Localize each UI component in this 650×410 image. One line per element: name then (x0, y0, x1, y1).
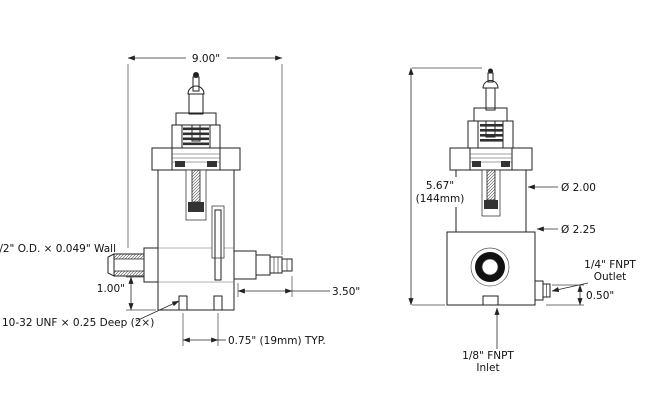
fitting-step1-lines (273, 257, 279, 273)
fitting-nut (233, 250, 257, 280)
spring-wall-left-right (467, 120, 479, 149)
bonnet-hatch-left-right (449, 147, 471, 171)
bonnet (151, 147, 241, 171)
fitting-step1 (269, 256, 283, 274)
adjust-screw-shaft-right (485, 87, 496, 111)
right-valve-body (446, 68, 551, 306)
fitting-sleeve (255, 254, 271, 276)
poppet-stem-right (486, 169, 496, 201)
tube-spec-label: 1/2" O.D. × 0.049" Wall (0, 243, 116, 255)
bonnet-hatch-left (151, 147, 173, 171)
tube-wall-top (114, 254, 144, 259)
inlet-label-line1: 1/8" FNPT (462, 350, 514, 362)
tapped-hole-left (178, 295, 188, 311)
tube-tip (107, 253, 115, 277)
outlet-label-line2: Outlet (594, 271, 627, 283)
spring-coils-right (480, 124, 503, 142)
bonnet-hatch-right-right (511, 147, 533, 171)
spring-housing-wall-left (171, 124, 183, 149)
dim-overall-width: 9.00" (192, 53, 220, 65)
outlet-label-line1: 1/4" FNPT (584, 259, 636, 271)
adjust-pin (192, 76, 200, 92)
pickup-tube (214, 209, 222, 281)
tube-wall-lines (114, 258, 144, 272)
tube-junction-block (143, 247, 159, 283)
spring-coils (183, 127, 209, 146)
seal-right (207, 161, 217, 167)
dim-tube-drop: 1.00" (97, 283, 125, 295)
seal-right-right (501, 161, 510, 167)
adjust-screw-dome-right (482, 80, 499, 89)
poppet-right (484, 200, 498, 209)
right-view: 5.67" (144mm) Ø 2.00 Ø 2.25 1/4" FNPT Ou… (408, 67, 636, 374)
adjust-pin-right (487, 72, 494, 83)
diaphragm-layers-right (470, 153, 512, 163)
dim-overall-height-mm: (144mm) (416, 193, 465, 205)
dim-overall-height: 5.67" (426, 180, 454, 192)
poppet-stem (191, 169, 201, 203)
adjust-pin-tip-right (488, 68, 493, 74)
poppet (188, 202, 204, 212)
dim-hole-spacing: 0.75" (19mm) TYP. (228, 335, 326, 347)
left-valve-body (107, 72, 293, 311)
inlet-label-line2: Inlet (476, 362, 499, 374)
seal-left-right (472, 161, 481, 167)
dia-body-label: Ø 2.00 (561, 182, 596, 194)
outlet-fitting (534, 280, 544, 301)
tapped-hole-right (213, 295, 223, 311)
seal-left (175, 161, 185, 167)
spring-housing-wall-right (209, 124, 221, 149)
bonnet-hatch-right (219, 147, 241, 171)
port-bore (481, 258, 499, 276)
adjust-screw-shaft (188, 93, 204, 115)
side-channel (211, 205, 225, 259)
inlet-port (482, 295, 499, 306)
left-dimensions: 9.00" 1/2" O.D. × 0.049" Wall 1.00" 10-3… (0, 53, 360, 347)
dia-base-label: Ø 2.25 (561, 224, 596, 236)
locknut (175, 112, 217, 126)
tube-wall-bottom (114, 271, 144, 276)
dim-outlet-height: 0.50" (586, 290, 614, 302)
left-view: 9.00" 1/2" O.D. × 0.049" Wall 1.00" 10-3… (0, 53, 360, 347)
diaphragm-layers (172, 153, 220, 163)
tapped-holes-label: 10-32 UNF × 0.25 Deep (2×) (2, 317, 154, 329)
adjust-screw-dome (187, 85, 205, 95)
dim-fitting: 3.50" (332, 286, 360, 298)
bonnet-right (449, 147, 533, 171)
right-dimensions: 5.67" (144mm) Ø 2.00 Ø 2.25 1/4" FNPT Ou… (408, 67, 636, 374)
spring-wall-right-right (502, 120, 514, 149)
